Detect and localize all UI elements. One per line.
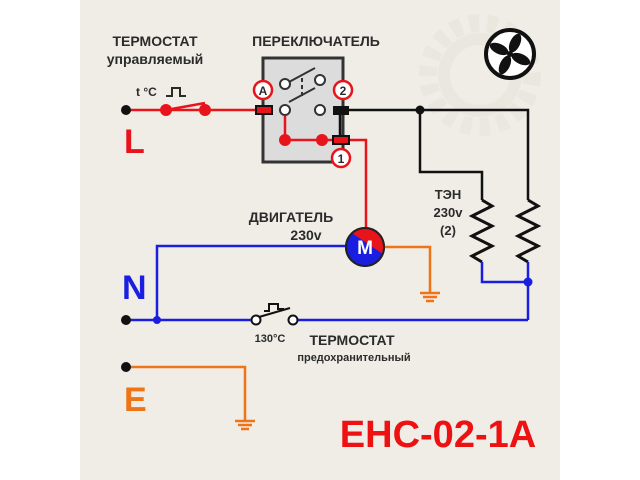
heater-element-1 <box>468 198 496 264</box>
neutral-wires <box>126 244 530 322</box>
switch-contact <box>316 134 328 146</box>
fan-icon <box>484 28 536 80</box>
motor-icon: M <box>345 227 385 267</box>
earth-ground-icon <box>235 419 255 431</box>
safety-thermostat-title: ТЕРМОСТАТ <box>310 332 395 348</box>
switch-contacts <box>279 67 326 116</box>
phase-terminal <box>121 105 131 115</box>
motor-title: ДВИГАТЕЛЬ <box>249 209 333 225</box>
safety-thermostat-switch <box>250 303 299 326</box>
earth-terminal <box>121 362 131 372</box>
earth-wires <box>126 245 432 420</box>
terminal-1-badge: 1 <box>330 147 352 169</box>
phase-label: L <box>124 123 145 161</box>
motor-symbol: M <box>357 238 373 259</box>
thermostat-symbol: t °C <box>136 85 157 99</box>
neutral-terminal <box>121 315 131 325</box>
switch-contact <box>279 134 291 146</box>
safety-thermostat-subtitle: предохранительный <box>297 352 410 364</box>
heater-count: (2) <box>440 223 456 238</box>
thermostat-contact <box>199 104 211 116</box>
thermostat-controlled-subtitle: управляемый <box>107 51 204 67</box>
svg-text:A: A <box>259 84 268 98</box>
terminal-2-badge: 2 <box>332 79 354 101</box>
terminal-1-connector <box>332 135 350 145</box>
thermostat-controlled-title: ТЕРМОСТАТ <box>113 33 198 49</box>
neutral-label: N <box>122 269 147 307</box>
heater-title: ТЭН <box>435 187 462 202</box>
junction-dot <box>523 277 533 287</box>
terminal-2-connector <box>333 106 349 115</box>
terminal-a-badge: A <box>252 79 274 101</box>
heater-voltage: 230v <box>434 205 464 220</box>
motor-voltage: 230v <box>290 227 321 243</box>
model-title: EHC-02-1A <box>340 414 536 456</box>
thermostat-contact <box>160 104 172 116</box>
pulse-icon <box>166 87 186 97</box>
switch-title: ПЕРЕКЛЮЧАТЕЛЬ <box>252 33 380 49</box>
earth-label: E <box>124 381 147 419</box>
motor-ground-icon <box>420 291 440 303</box>
junction-dot <box>415 105 425 115</box>
svg-text:2: 2 <box>340 84 347 98</box>
terminal-a-connector <box>255 105 273 115</box>
safety-thermostat-temperature: 130°C <box>255 333 286 345</box>
junction-dot <box>153 316 161 324</box>
svg-text:1: 1 <box>338 152 345 166</box>
heater-element-2 <box>514 198 542 264</box>
